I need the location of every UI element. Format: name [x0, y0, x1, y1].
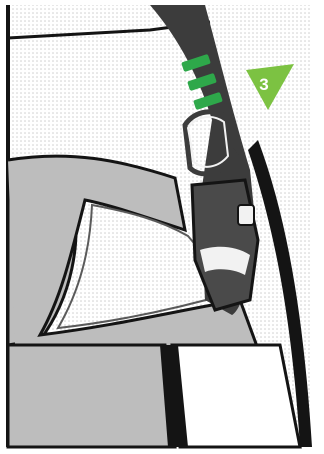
- seat-lower-right: [172, 345, 300, 447]
- step-number-label: 3: [259, 75, 268, 94]
- buckle-latch: [238, 205, 254, 225]
- seat-lower-left: [8, 345, 175, 447]
